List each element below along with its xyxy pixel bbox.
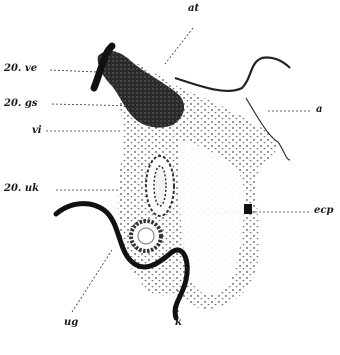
label-ug: ug <box>64 318 78 328</box>
dark-mass <box>98 51 184 128</box>
label-ecp: ecp <box>314 206 333 216</box>
label-20-ve: 20. ve <box>4 64 37 74</box>
label-a: a <box>316 105 322 115</box>
label-vi: vi <box>32 126 42 136</box>
right-membrane <box>175 57 290 90</box>
label-20-uk: 20. uk <box>4 184 39 194</box>
label-20-gs: 20. gs <box>4 99 38 109</box>
label-k: k <box>175 318 182 328</box>
label-at: at <box>188 4 199 14</box>
